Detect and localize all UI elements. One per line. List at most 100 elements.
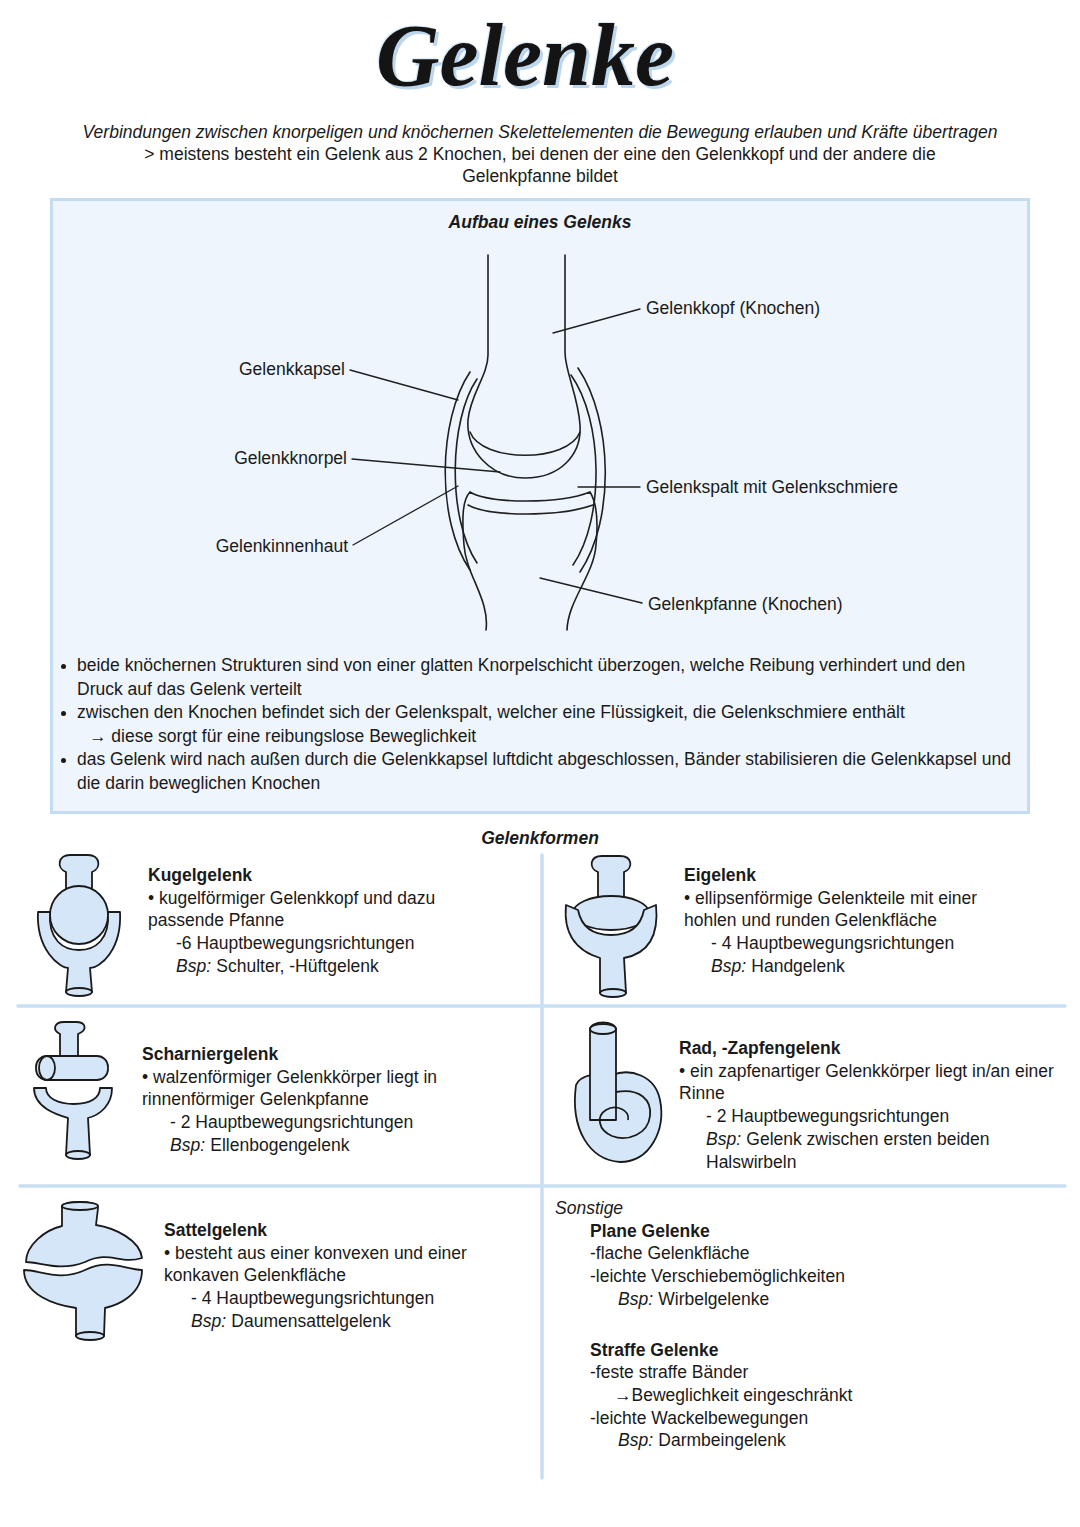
text-line: Bsp:Ellenbogengelenk — [142, 1134, 482, 1157]
leader-lines — [350, 309, 642, 603]
joint-capsule — [578, 368, 605, 572]
example-tag: Bsp: — [170, 1135, 205, 1155]
joint-type-cell: Sattelgelenk • besteht aus einer konvexen… — [164, 1219, 504, 1333]
text-line: Scharniergelenk — [142, 1043, 482, 1066]
text-line: • ein zapfenartiger Gelenkkörper liegt i… — [679, 1060, 1054, 1105]
cell-text: • besteht aus einer konvexen und einer k… — [164, 1243, 467, 1286]
text-line: →Beweglichkeit eingeschränkt — [555, 1384, 1035, 1407]
bullet-text: zwischen den Knochen befindet sich der G… — [77, 701, 1015, 725]
text-line: Bsp:Darmbeingelenk — [555, 1429, 1035, 1452]
head-cartilage — [470, 432, 580, 455]
definition-text: Verbindungen zwischen knorpeligen und kn… — [20, 121, 1060, 143]
cell-text: Schulter, -Hüftgelenk — [216, 956, 378, 976]
cell-text: Rad, -Zapfengelenk — [679, 1038, 840, 1058]
cell-text: Eigelenk — [684, 865, 756, 885]
text-line: • ellipsenförmige Gelenkteile mit einer … — [684, 887, 1024, 932]
cell-text: →Beweglichkeit eingeschränkt — [614, 1385, 852, 1405]
bullet-item: beide knöchernen Strukturen sind von ein… — [53, 654, 1015, 701]
cell-text: Wirbelgelenke — [658, 1289, 769, 1309]
text-line: • besteht aus einer konvexen und einer k… — [164, 1242, 504, 1287]
text-line: Bsp:Daumensattelgelenk — [164, 1310, 504, 1333]
bullet-item: das Gelenk wird nach außen durch die Gel… — [53, 748, 1015, 795]
cell-text: • ein zapfenartiger Gelenkkörper liegt i… — [679, 1061, 1054, 1104]
text-line: Eigelenk — [684, 864, 1024, 887]
cell-text: Plane Gelenke — [590, 1221, 710, 1241]
page-title: Gelenke — [0, 4, 1050, 108]
example-tag: Bsp: — [191, 1311, 226, 1331]
cell-text: Scharniergelenk — [142, 1044, 278, 1064]
cell-text: • walzenförmiger Gelenkkörper liegt in r… — [142, 1067, 437, 1110]
text-line: - 2 Hauptbewegungsrichtungen — [679, 1105, 1054, 1128]
pivot-joint-icon — [575, 1023, 661, 1163]
bullet-dot — [61, 711, 66, 716]
example-tag: Bsp: — [618, 1289, 653, 1309]
text-line: - 4 Hauptbewegungsrichtungen — [684, 932, 1024, 955]
text-line: Rad, -Zapfengelenk — [679, 1037, 1054, 1060]
cell-text: - 2 Hauptbewegungsrichtungen — [706, 1106, 949, 1126]
bullet-text: beide knöchernen Strukturen sind von ein… — [77, 654, 1015, 701]
text-line: Bsp:Gelenk zwischen ersten beiden Halswi… — [679, 1128, 1054, 1173]
part-label: Gelenkspalt mit Gelenkschmiere — [646, 476, 898, 498]
text-line: Bsp:Schulter, -Hüftgelenk — [148, 955, 478, 978]
example-tag: Bsp: — [176, 956, 211, 976]
cell-text: -leichte Wackelbewegungen — [590, 1408, 808, 1428]
text-line: Bsp:Handgelenk — [684, 955, 1024, 978]
text-line: - 4 Hauptbewegungsrichtungen — [164, 1287, 504, 1310]
info-panel: Aufbau eines Gelenks beide knöchernen Str… — [50, 198, 1030, 814]
cell-text: - 4 Hauptbewegungsrichtungen — [191, 1288, 434, 1308]
bullet-text: das Gelenk wird nach außen durch die Gel… — [77, 748, 1015, 795]
joint-type-cell: Eigelenk • ellipsenförmige Gelenkteile mi… — [684, 864, 1024, 978]
bullet-dot — [61, 758, 66, 763]
joint-type-cell: Kugelgelenk • kugelförmiger Gelenkkopf un… — [148, 864, 478, 978]
cell-text: -flache Gelenkfläche — [590, 1243, 750, 1263]
bullet-text: → diese sorgt für eine reibungslose Bewe… — [89, 725, 1015, 749]
bullet-item: zwischen den Knochen befindet sich der G… — [53, 701, 1015, 725]
panel-heading: Aufbau eines Gelenks — [53, 211, 1027, 233]
example-tag: Bsp: — [711, 956, 746, 976]
cell-text: • kugelförmiger Gelenkkopf und dazu pass… — [148, 888, 435, 931]
cell-text: Kugelgelenk — [148, 865, 252, 885]
joint-capsule — [455, 379, 477, 563]
part-label: Gelenkinnenhaut — [216, 535, 348, 557]
text-line: -6 Hauptbewegungsrichtungen — [148, 932, 478, 955]
part-label: Gelenkpfanne (Knochen) — [648, 593, 843, 615]
cell-text: Gelenk zwischen ersten beiden Halswirbel… — [706, 1129, 989, 1172]
bullet-list: beide knöchernen Strukturen sind von ein… — [53, 654, 1015, 795]
text-line: • kugelförmiger Gelenkkopf und dazu pass… — [148, 887, 478, 932]
joint-type-cell: Rad, -Zapfengelenk • ein zapfenartiger Ge… — [679, 1037, 1054, 1173]
cell-text: • ellipsenförmige Gelenkteile mit einer … — [684, 888, 977, 931]
text-line: Sattelgelenk — [164, 1219, 504, 1242]
part-label: Gelenkkopf (Knochen) — [646, 297, 820, 319]
joint-socket-bone — [463, 492, 597, 630]
text-line: Kugelgelenk — [148, 864, 478, 887]
cell-text: Sattelgelenk — [164, 1220, 267, 1240]
intro-block: Verbindungen zwischen knorpeligen und kn… — [0, 121, 1080, 187]
ellipsoid-joint-icon — [566, 856, 657, 997]
part-label: Gelenkknorpel — [234, 447, 347, 469]
cell-text: Ellenbogengelenk — [210, 1135, 349, 1155]
part-label: Gelenkkapsel — [239, 358, 345, 380]
cell-text: Darmbeingelenk — [658, 1430, 785, 1450]
ball-joint-icon — [38, 855, 120, 996]
cell-text: -6 Hauptbewegungsrichtungen — [176, 933, 414, 953]
joint-type-cell: SonstigePlane Gelenke-flache Gelenkfläch… — [555, 1197, 1035, 1452]
cell-text: -leichte Verschiebemöglichkeiten — [590, 1266, 845, 1286]
joint-type-cell: Scharniergelenk • walzenförmiger Gelenkkö… — [142, 1043, 482, 1157]
socket-cartilage — [468, 505, 593, 514]
text-line: Sonstige — [555, 1197, 1035, 1220]
cell-text: Sonstige — [555, 1198, 623, 1218]
text-line: Straffe Gelenke — [555, 1339, 1035, 1362]
grid-lines — [18, 855, 1065, 1478]
example-tag: Bsp: — [706, 1129, 741, 1149]
example-tag: Bsp: — [618, 1430, 653, 1450]
bullet-item: → diese sorgt für eine reibungslose Bewe… — [53, 725, 1015, 749]
cell-text: Straffe Gelenke — [590, 1340, 718, 1360]
section-heading: Gelenkformen — [0, 827, 1080, 849]
text-line: - 2 Hauptbewegungsrichtungen — [142, 1111, 482, 1134]
note-text: > meistens besteht ein Gelenk aus 2 Knoc… — [105, 143, 975, 187]
cell-text: Daumensattelgelenk — [231, 1311, 391, 1331]
text-line: • walzenförmiger Gelenkkörper liegt in r… — [142, 1066, 482, 1111]
cell-text: - 2 Hauptbewegungsrichtungen — [170, 1112, 413, 1132]
joint-capsule — [571, 375, 596, 565]
hinge-joint-icon — [34, 1022, 112, 1159]
